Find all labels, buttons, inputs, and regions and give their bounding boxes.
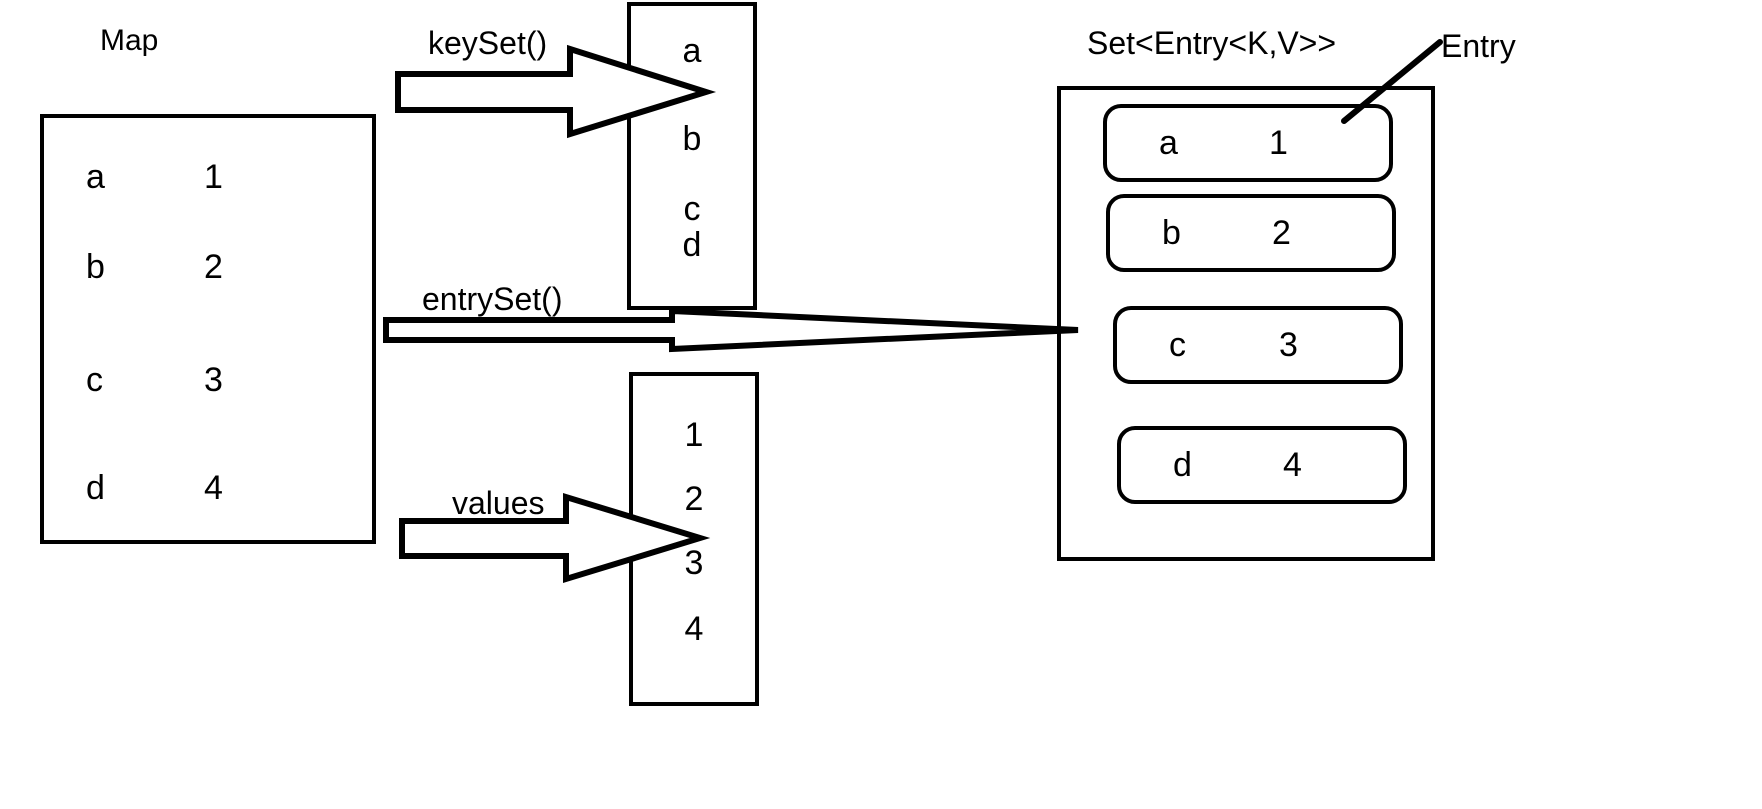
- map-row-value: 4: [204, 469, 223, 507]
- entry-item: c 3: [1113, 306, 1403, 384]
- values-item: 1: [684, 416, 704, 454]
- values-box: 1 2 3 4: [629, 372, 759, 706]
- entry-value: 1: [1269, 124, 1288, 162]
- entry-key: a: [1159, 124, 1178, 162]
- entry-key: c: [1169, 326, 1186, 364]
- set-box: a 1 b 2 c 3 d 4: [1057, 86, 1435, 561]
- entry-item: d 4: [1117, 426, 1407, 504]
- set-title: Set<Entry<K,V>>: [1087, 25, 1337, 61]
- keyset-item: b: [682, 120, 702, 158]
- entry-item: b 2: [1106, 194, 1396, 272]
- entry-value: 4: [1283, 446, 1302, 484]
- map-row-key: b: [86, 248, 105, 286]
- map-row-key: c: [86, 361, 103, 399]
- values-item: 2: [684, 480, 704, 518]
- map-row: d 4: [44, 471, 372, 505]
- keyset-arrow-label: keySet(): [428, 25, 548, 61]
- keyset-item: a: [682, 32, 702, 70]
- keyset-item: c: [683, 190, 701, 228]
- values-arrow-label: values: [452, 485, 545, 521]
- map-row-key: a: [86, 158, 105, 196]
- entry-callout-label: Entry: [1441, 28, 1516, 64]
- entryset-arrow-label: entrySet(): [422, 281, 563, 317]
- map-box: a 1 b 2 c 3 d 4: [40, 114, 376, 544]
- entry-value: 3: [1279, 326, 1298, 364]
- values-item: 3: [684, 544, 704, 582]
- map-row: a 1: [44, 160, 372, 194]
- entry-key: d: [1173, 446, 1192, 484]
- keyset-item: d: [682, 226, 702, 264]
- map-title: Map: [100, 24, 159, 57]
- entry-key: b: [1162, 214, 1181, 252]
- map-row-value: 1: [204, 158, 223, 196]
- map-row-value: 2: [204, 248, 223, 286]
- entry-value: 2: [1272, 214, 1291, 252]
- map-row-key: d: [86, 469, 105, 507]
- entry-item: a 1: [1103, 104, 1393, 182]
- map-row: c 3: [44, 363, 372, 397]
- values-item: 4: [684, 610, 704, 648]
- keyset-box: a b c d: [627, 2, 757, 310]
- map-row-value: 3: [204, 361, 223, 399]
- map-row: b 2: [44, 250, 372, 284]
